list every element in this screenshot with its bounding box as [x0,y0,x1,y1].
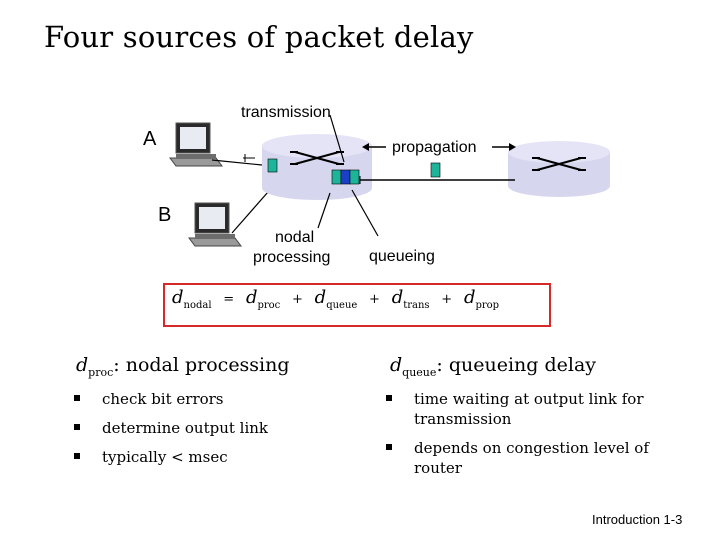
router-2-icon [508,141,610,197]
nodal-label-line1: nodal [275,229,315,246]
queue-list: time waiting at output link for transmis… [384,389,684,487]
host-a-label: A [143,128,157,150]
list-item: check bit errors [72,389,332,409]
link-b [231,191,269,234]
propagation-label: propagation [392,139,477,156]
list-item: typically < msec [72,447,332,467]
queued-packet [340,169,351,185]
queueing-pointer [351,189,379,237]
queued-packet [331,169,342,185]
proc-heading: dproc: nodal processing [76,354,290,379]
list-item: depends on congestion level of router [384,438,684,478]
queue-heading: dqueue: queueing delay [390,354,597,379]
transmission-label: transmission [241,104,331,121]
queueing-label: queueing [369,248,435,265]
nodal-delay-formula: dnodal = dproc + dqueue + dtrans + dprop [172,287,500,311]
queued-packet [349,169,360,185]
formula-box [163,283,551,327]
host-b-label: B [158,204,172,226]
slide-title: Four sources of packet delay [44,20,474,54]
transmission-pointer [329,114,345,163]
nodal-processing-pointer [317,192,331,229]
in-flight-packet [430,162,441,178]
computer-a-icon [169,122,223,167]
link-a [211,159,263,166]
incoming-packet [267,158,278,173]
router-1-icon [262,134,372,200]
nodal-label-line2: processing [253,249,331,266]
propagation-arrows [362,143,516,151]
list-item: determine output link [72,418,332,438]
slide-footer: Introduction 1-3 [592,512,683,527]
list-item: time waiting at output link for transmis… [384,389,644,429]
proc-list: check bit errors determine output link t… [72,389,332,476]
computer-b-icon [188,202,242,247]
